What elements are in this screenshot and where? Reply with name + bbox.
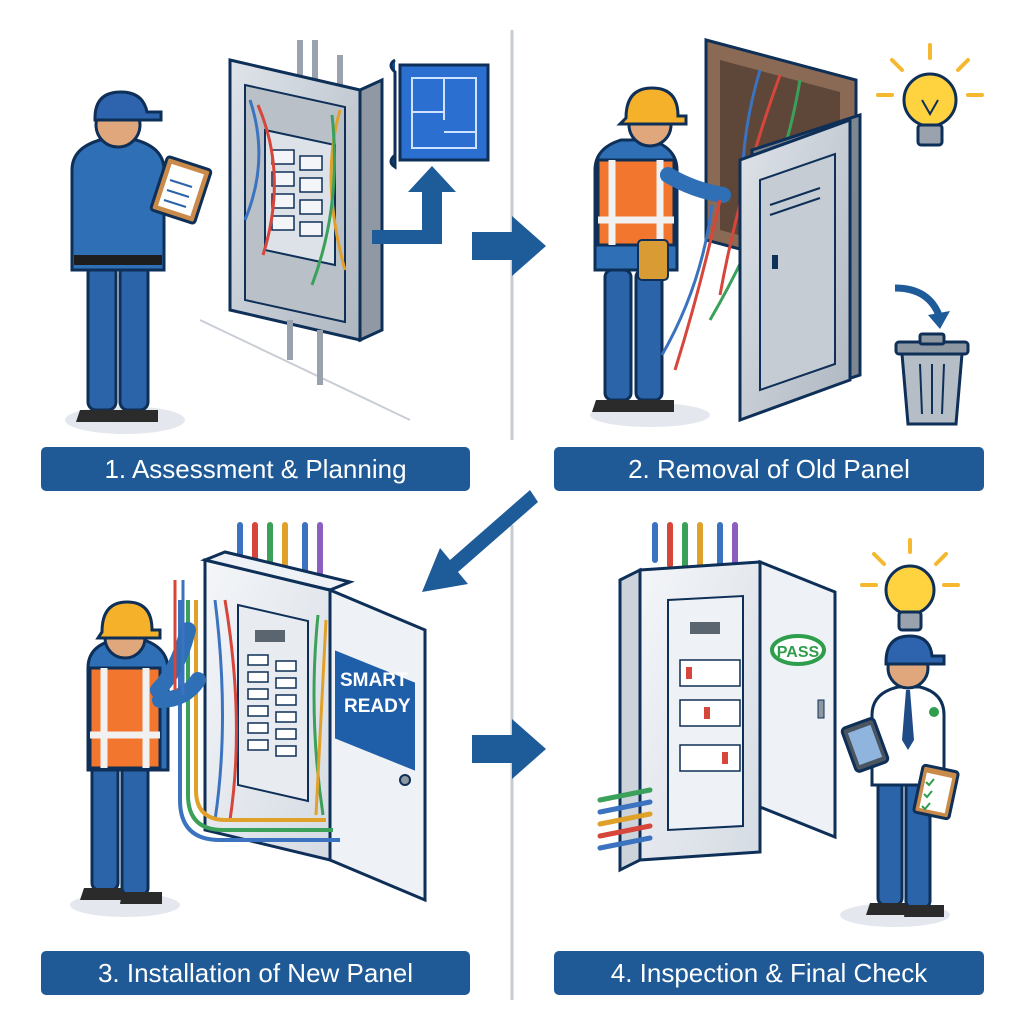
old-electrical-panel-icon [228,40,384,385]
trash-can-icon [894,332,970,426]
step-label-2: 2. Removal of Old Panel [554,447,984,491]
technician-icon [70,90,189,422]
panel-1-scene [65,40,490,434]
panel-3-scene: SMART READY [70,522,427,917]
arrow-right-icon [472,719,546,779]
panel-2-scene [590,38,984,427]
checklist-clipboard-icon [912,763,960,821]
old-panel-removed-icon [738,112,862,423]
new-electrical-panel-icon [200,550,427,903]
smart-sign-line1: SMART [340,670,408,691]
smart-ready-badge [335,650,415,771]
smart-ready-sign: SMART READY [340,670,411,717]
panel-4-scene: PASS [597,522,960,927]
step-label-1: 1. Assessment & Planning [41,447,470,491]
pass-stamp-text: PASS [777,644,820,661]
arrow-down-left-icon [422,490,538,592]
step-label-3: 3. Installation of New Panel [41,951,470,995]
lightbulb-icon [876,43,984,147]
clipboard-icon [149,155,213,225]
tablet-icon [840,717,890,773]
step-label-4: 4. Inspection & Final Check [554,951,984,995]
inspected-panel-icon [618,559,837,873]
curved-arrow-icon [894,284,950,329]
electrician-icon [592,86,731,412]
lightbulb-icon [860,538,960,632]
pass-stamp-icon [770,634,826,666]
arrow-right-icon [472,216,546,276]
blueprint-icon [389,58,490,170]
smart-sign-line2: READY [344,696,411,717]
flow-arrow-icon [372,166,456,244]
inspector-icon [866,634,946,917]
